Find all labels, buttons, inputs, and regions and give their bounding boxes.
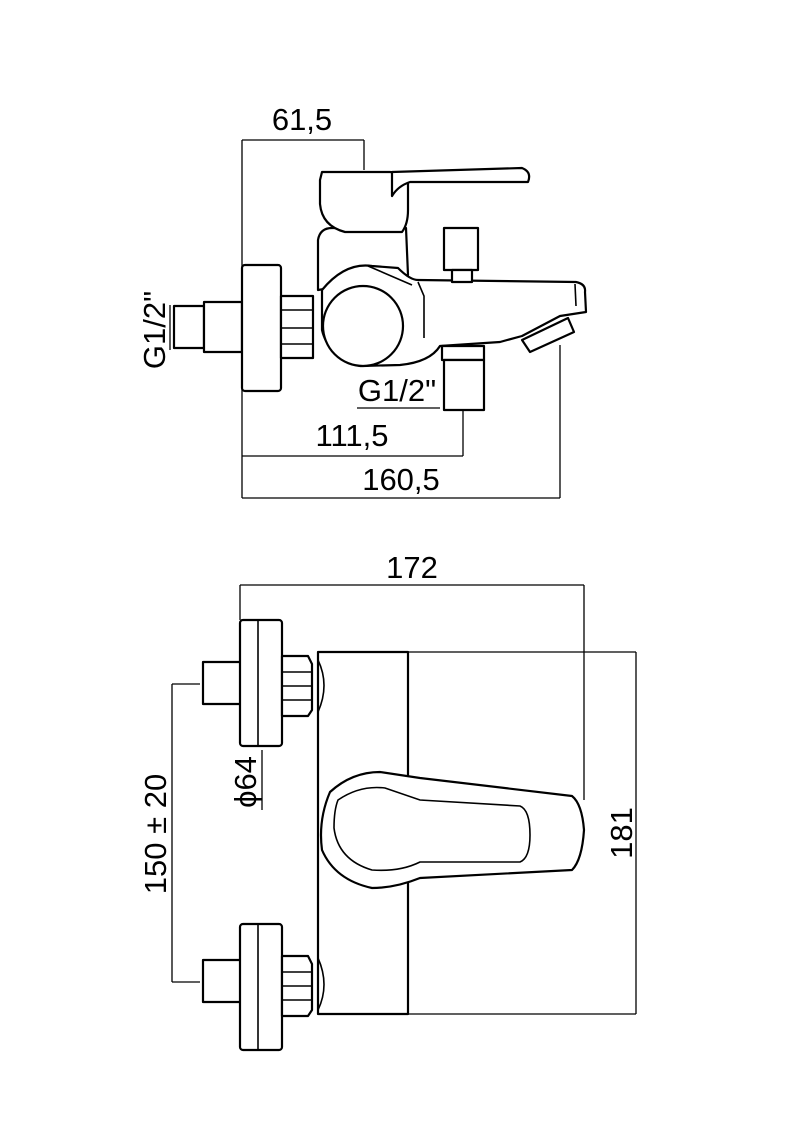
side-bottom-outlet — [440, 344, 486, 412]
front-dimension-lines — [171, 584, 637, 1015]
side-diverter-knob — [442, 226, 480, 284]
side-dim-bottom-label: 160,5 — [362, 462, 440, 497]
front-lower-inlet — [201, 922, 314, 1052]
side-dim-top-label: 61,5 — [272, 102, 332, 137]
front-dim-centers-label: 150 ± 20 — [138, 774, 173, 894]
front-view: 172 150 ± 20 ϕ64 181 — [138, 550, 639, 1052]
side-handle-lever — [390, 166, 531, 198]
front-dim-flange-label: ϕ64 — [228, 756, 263, 808]
side-hex-nut — [279, 294, 315, 360]
front-dim-height-label: 181 — [604, 807, 639, 859]
side-flange — [240, 263, 283, 393]
side-body-circle — [321, 284, 405, 368]
side-thread-left-label: G1/2" — [137, 291, 172, 369]
side-view: 61,5 G1/2" G1/2" 111,5 160,5 — [137, 102, 588, 499]
side-dimension-lines — [169, 139, 561, 499]
side-aerator — [520, 316, 576, 354]
front-dim-width-label: 172 — [386, 550, 438, 585]
side-dim-mid-label: 111,5 — [316, 418, 389, 453]
front-upper-inlet — [201, 618, 314, 748]
side-thread-bottom-label: G1/2" — [358, 373, 436, 408]
side-inlet-pipe — [172, 300, 244, 354]
front-handle — [319, 770, 586, 890]
